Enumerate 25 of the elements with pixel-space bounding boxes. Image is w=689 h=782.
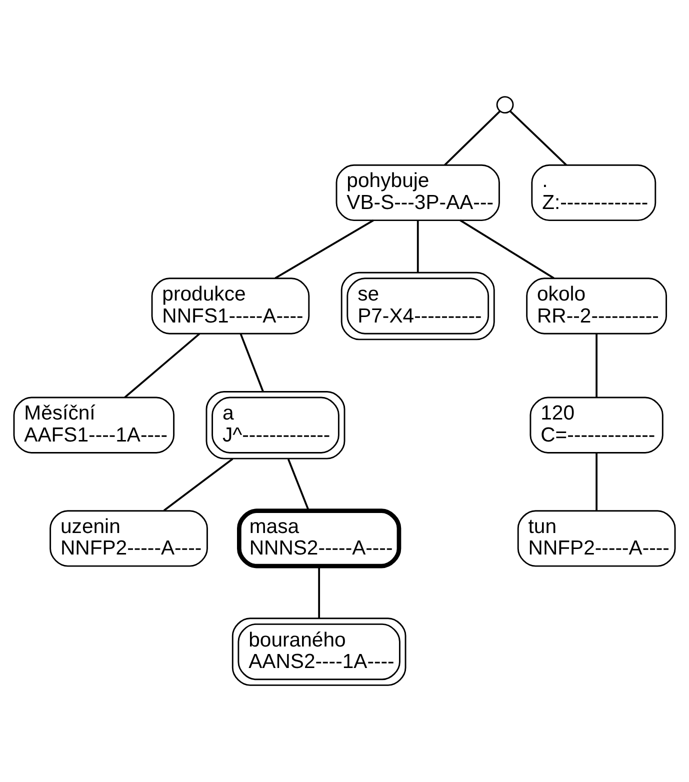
node-box: uzenin NNFP2-----A---- <box>50 510 208 567</box>
node-box: . Z:------------- <box>531 164 656 222</box>
node-box: okolo RR--2---------- <box>526 278 668 334</box>
connector <box>444 110 500 166</box>
connector <box>460 220 554 279</box>
node-box: tun NNFP2-----A---- <box>517 510 676 567</box>
node-box: se P7-X4---------- <box>340 272 495 340</box>
connector <box>274 220 374 279</box>
node-box: bouraného AANS2----1A---- <box>232 618 406 686</box>
node-box: a J^------------- <box>206 391 346 460</box>
node-circle <box>496 96 514 114</box>
connector <box>163 458 234 512</box>
connector <box>416 220 419 272</box>
connector <box>596 452 598 511</box>
connector <box>240 334 264 392</box>
node-box: produkce NNFS1-----A---- <box>151 278 310 334</box>
node-box: masa NNNS2-----A---- <box>237 508 402 568</box>
node-box: pohybuje VB-S---3P-AA--- <box>336 164 500 222</box>
connector <box>510 110 567 166</box>
connector <box>287 458 310 511</box>
node-box: Měsíční AAFS1----1A---- <box>13 396 175 454</box>
connector <box>124 333 200 398</box>
connector <box>318 566 320 618</box>
connector <box>596 334 598 398</box>
node-box: 120 C=------------- <box>530 396 664 454</box>
